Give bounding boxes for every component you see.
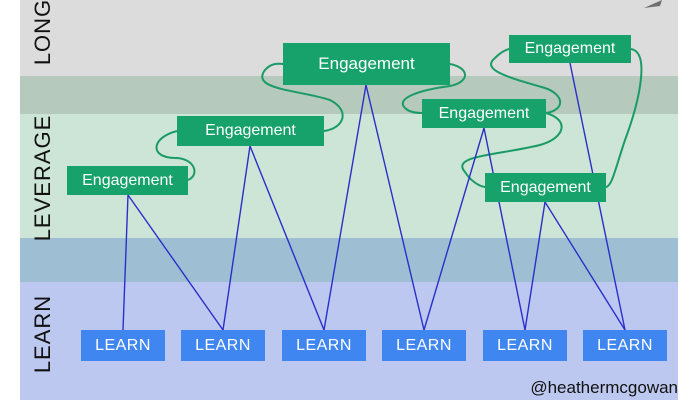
curve-e5-e6 — [605, 48, 643, 188]
learn-box-5: LEARN — [483, 330, 567, 361]
line-e3-l4 — [365, 84, 425, 331]
line-e6-l6 — [544, 201, 626, 331]
line-e6-l5 — [524, 201, 546, 331]
line-e1-l1 — [122, 194, 129, 331]
line-e2-l2 — [222, 145, 251, 331]
engagement-box-3: Engagement — [283, 43, 450, 85]
arrow-head-icon — [644, 0, 662, 8]
line-e4-l5 — [483, 127, 526, 331]
line-e4-l4 — [423, 127, 485, 331]
line-e2-l3 — [249, 145, 325, 331]
learn-box-4: LEARN — [382, 330, 466, 361]
curve-e1-e2 — [155, 130, 196, 181]
learn-lines — [122, 62, 626, 331]
learn-box-1: LEARN — [81, 330, 165, 361]
engagement-box-5: Engagement — [509, 35, 631, 63]
line-e3-l3 — [323, 84, 367, 331]
author-credit: @heathermcgowan — [530, 378, 678, 397]
engagement-box-1: Engagement — [67, 166, 188, 195]
curve-e3-e4 — [401, 63, 466, 114]
learn-box-3: LEARN — [282, 330, 366, 361]
learn-box-6: LEARN — [583, 330, 667, 361]
engagement-box-6: Engagement — [485, 173, 606, 202]
curve-e4-e5 — [490, 48, 562, 114]
engagement-box-4: Engagement — [422, 99, 546, 128]
line-e1-l2 — [127, 194, 224, 331]
learn-box-2: LEARN — [181, 330, 265, 361]
curve-e4-e6 — [461, 112, 563, 188]
curve-e2-e3 — [261, 62, 344, 132]
engagement-box-2: Engagement — [177, 116, 324, 146]
leverage-learn-overlap — [20, 238, 678, 282]
engagement-curves — [155, 48, 643, 188]
